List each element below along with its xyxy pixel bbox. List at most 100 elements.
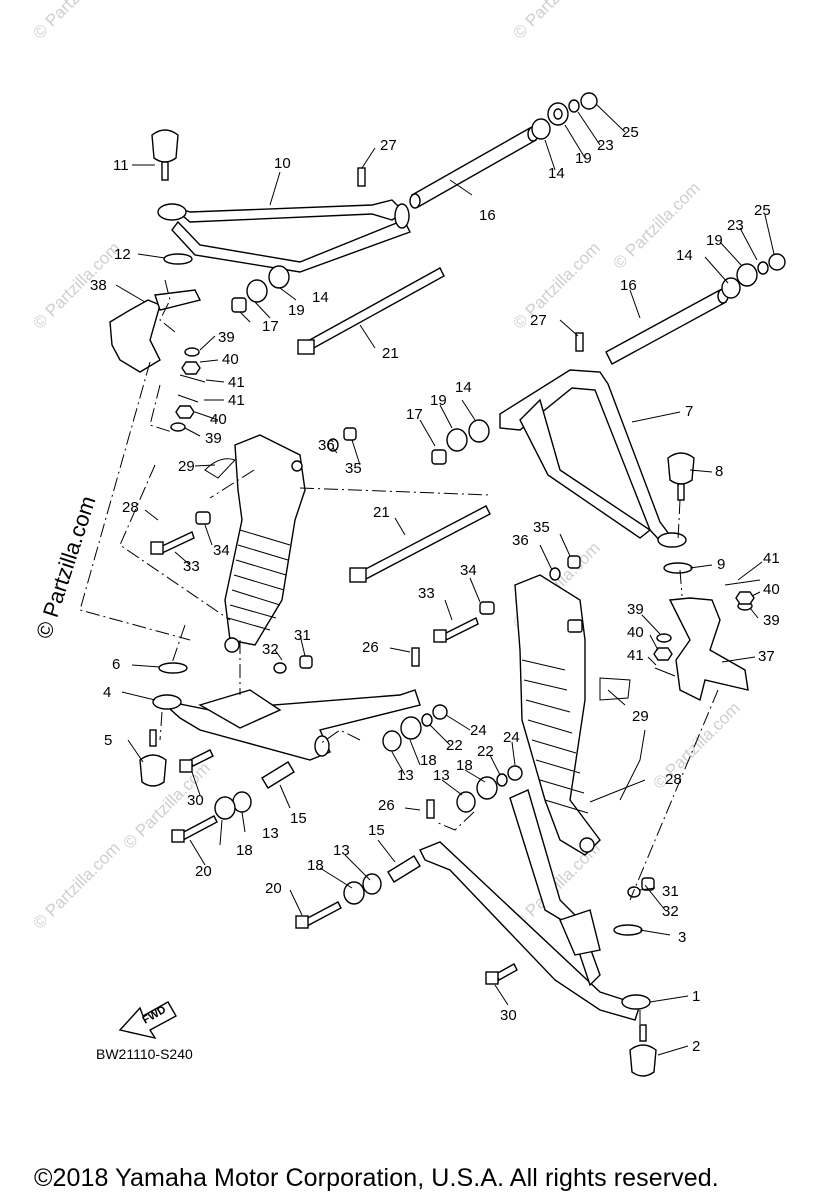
callout: 25 bbox=[754, 202, 771, 219]
callout: 28 bbox=[665, 771, 682, 788]
callout: 26 bbox=[378, 797, 395, 814]
callout: 14 bbox=[455, 379, 472, 396]
callout: 41 bbox=[228, 392, 245, 409]
callout: 36 bbox=[512, 532, 529, 549]
lower-arm-left bbox=[139, 647, 448, 843]
callout: 41 bbox=[763, 550, 780, 567]
watermark: © Partzilla.com bbox=[509, 0, 603, 43]
callout: 27 bbox=[530, 312, 547, 329]
callout: 32 bbox=[662, 903, 679, 920]
callout: 16 bbox=[620, 277, 637, 294]
callout: 35 bbox=[345, 460, 362, 477]
callout: 18 bbox=[236, 842, 253, 859]
watermark-vertical: © Partzilla.com bbox=[31, 493, 101, 642]
callout: 15 bbox=[368, 822, 385, 839]
callout: 29 bbox=[178, 458, 195, 475]
callout: 20 bbox=[265, 880, 282, 897]
callout: 33 bbox=[418, 585, 435, 602]
callout: 30 bbox=[500, 1007, 517, 1024]
callout: 23 bbox=[727, 217, 744, 234]
callout: 24 bbox=[470, 722, 487, 739]
callout: 14 bbox=[548, 165, 565, 182]
callout: 18 bbox=[307, 857, 324, 874]
lower-arm-right bbox=[295, 765, 657, 1077]
fwd-arrow-icon: FWD bbox=[118, 1001, 177, 1040]
callout: 13 bbox=[433, 767, 450, 784]
callout: 21 bbox=[373, 504, 390, 521]
callout: 10 bbox=[274, 155, 291, 172]
callouts: 11 10 12 38 27 16 14 19 23 25 14 19 17 2… bbox=[90, 124, 780, 1055]
callout: 22 bbox=[446, 737, 463, 754]
callout: 28 bbox=[122, 499, 139, 516]
callout: 37 bbox=[758, 648, 775, 665]
callout: 20 bbox=[195, 863, 212, 880]
callout: 13 bbox=[397, 767, 414, 784]
watermark: © Partzilla.com bbox=[29, 0, 123, 43]
upper-arm-right bbox=[349, 253, 786, 702]
callout: 39 bbox=[205, 430, 222, 447]
parts-diagram: © Partzilla.com © Partzilla.com © Partzi… bbox=[29, 0, 786, 1077]
callout: 34 bbox=[213, 542, 230, 559]
watermark: © Partzilla.com bbox=[29, 838, 123, 932]
callout: 35 bbox=[533, 519, 550, 536]
callout: 13 bbox=[333, 842, 350, 859]
callout: 16 bbox=[479, 207, 496, 224]
callout: 2 bbox=[692, 1038, 700, 1055]
callout: 29 bbox=[632, 708, 649, 725]
callout: 14 bbox=[312, 289, 329, 306]
callout: 40 bbox=[763, 581, 780, 598]
callout: 15 bbox=[290, 810, 307, 827]
callout: 41 bbox=[627, 647, 644, 664]
callout: 7 bbox=[685, 403, 693, 420]
callout: 21 bbox=[382, 345, 399, 362]
callout: 41 bbox=[228, 374, 245, 391]
callout: 17 bbox=[406, 406, 423, 423]
shock-left bbox=[150, 427, 357, 653]
callout: 13 bbox=[262, 825, 279, 842]
callout: 40 bbox=[222, 351, 239, 368]
callout: 17 bbox=[262, 318, 279, 335]
callout: 40 bbox=[627, 624, 644, 641]
assembly-lines bbox=[79, 279, 719, 1025]
watermark: © Partzilla.com bbox=[509, 238, 603, 332]
callout: 4 bbox=[103, 684, 111, 701]
callout: 40 bbox=[210, 411, 227, 428]
callout: 5 bbox=[104, 732, 112, 749]
callout: 24 bbox=[503, 729, 520, 746]
callout: 30 bbox=[187, 792, 204, 809]
callout: 18 bbox=[456, 757, 473, 774]
callout: 19 bbox=[430, 392, 447, 409]
callout: 22 bbox=[477, 743, 494, 760]
callout: 32 bbox=[262, 641, 279, 658]
watermark: © Partzilla.com bbox=[649, 698, 743, 792]
callout: 31 bbox=[662, 883, 679, 900]
callout: 9 bbox=[717, 556, 725, 573]
callout: 33 bbox=[183, 558, 200, 575]
callout: 8 bbox=[715, 463, 723, 480]
callout: 12 bbox=[114, 246, 131, 263]
callout: 23 bbox=[597, 137, 614, 154]
callout: 14 bbox=[676, 247, 693, 264]
callout: 19 bbox=[575, 150, 592, 167]
callout: 36 bbox=[318, 437, 335, 454]
callout: 19 bbox=[706, 232, 723, 249]
callout: 26 bbox=[362, 639, 379, 656]
copyright-notice: ©2018 Yamaha Motor Corporation, U.S.A. A… bbox=[34, 1164, 719, 1192]
upper-arm-left bbox=[109, 92, 598, 432]
callout: 25 bbox=[622, 124, 639, 141]
callout: 1 bbox=[692, 988, 700, 1005]
callout: 39 bbox=[627, 601, 644, 618]
callout: 31 bbox=[294, 627, 311, 644]
leader-lines bbox=[115, 103, 775, 1056]
callout: 39 bbox=[218, 329, 235, 346]
callout: 3 bbox=[678, 929, 686, 946]
callout: 19 bbox=[288, 302, 305, 319]
shock-right bbox=[433, 555, 631, 856]
reference-code: BW21110-S240 bbox=[96, 1046, 193, 1062]
callout: 11 bbox=[113, 157, 129, 174]
callout: 38 bbox=[90, 277, 107, 294]
callout: 27 bbox=[380, 137, 397, 154]
callout: 6 bbox=[112, 656, 120, 673]
watermark: © Partzilla.com bbox=[29, 238, 123, 332]
callout: 18 bbox=[420, 752, 437, 769]
